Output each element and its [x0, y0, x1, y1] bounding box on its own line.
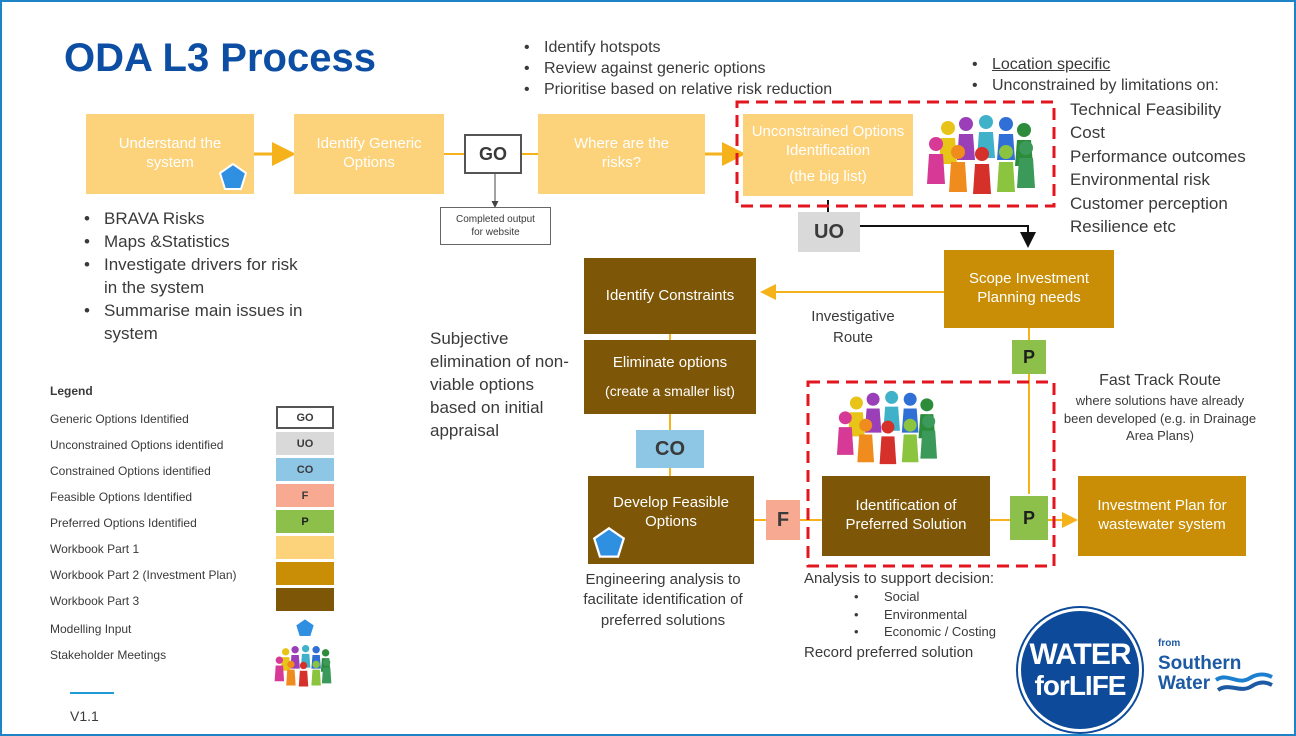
box-identify-constraints: Identify Constraints: [584, 258, 756, 334]
page-title: ODA L3 Process: [64, 36, 376, 80]
version-label: V1.1: [70, 708, 99, 724]
legend-title: Legend: [50, 384, 93, 398]
bullet-item: Economic / Costing: [848, 623, 996, 641]
legend-swatch-go: GO: [276, 406, 334, 429]
bullet-item: Prioritise based on relative risk reduct…: [518, 79, 832, 100]
legend-swatch-co: CO: [276, 458, 334, 481]
tag-co: CO: [636, 430, 704, 468]
legend-label: Preferred Options Identified: [50, 516, 197, 530]
box-understand-system: Understand the system: [86, 114, 254, 194]
tag-uo: UO: [798, 212, 860, 252]
logo-line1: WATER: [1029, 638, 1131, 671]
legend-swatch-workbook2: [276, 562, 334, 585]
logo-name-line2: Water: [1158, 672, 1211, 694]
constraint-item: Cost: [1070, 123, 1105, 143]
bullet-item: Environmental: [848, 606, 996, 624]
box-where-risks: Where are the risks?: [538, 114, 705, 194]
constraint-item: Performance outcomes: [1070, 146, 1246, 166]
tag-f: F: [766, 500, 800, 540]
stakeholder-meeting-icon: [274, 644, 332, 687]
legend-swatch-uo: UO: [276, 432, 334, 455]
logo-line2: forLIFE: [1034, 670, 1127, 701]
right-bullets: Location specific Unconstrained by limit…: [966, 54, 1219, 96]
bullet-item: Identify hotspots: [518, 37, 832, 58]
engineering-analysis-text: Engineering analysis to facilitate ident…: [583, 571, 743, 629]
legend-label: Workbook Part 2 (Investment Plan): [50, 568, 237, 582]
legend-label: Modelling Input: [50, 622, 132, 636]
subjective-elimination-text: Subjective elimination of non-viable opt…: [430, 329, 569, 440]
legend-label: Workbook Part 3: [50, 594, 140, 608]
box-identify-generic: Identify Generic Options: [294, 114, 444, 194]
modelling-input-icon: [296, 619, 314, 636]
investigative-route-label: Investigative Route: [811, 308, 895, 346]
box-unconstrained: Unconstrained Options Identification (th…: [743, 114, 913, 196]
legend-label: Generic Options Identified: [50, 412, 189, 426]
box-preferred-solution: Identification of Preferred Solution: [822, 476, 990, 556]
box-eliminate-options: Eliminate options (create a smaller list…: [584, 340, 756, 414]
logo-from: from: [1158, 638, 1181, 649]
analysis-footer: Record preferred solution: [804, 644, 974, 661]
bullet-item: Social: [848, 588, 996, 606]
fast-track-title: Fast Track Route: [1099, 372, 1221, 389]
legend-swatch-f: F: [276, 484, 334, 507]
arrow-uo-scope: [860, 225, 1036, 248]
legend-label: Constrained Options identified: [50, 464, 211, 478]
analysis-title: Analysis to support decision:: [804, 570, 995, 587]
fast-track-desc: where solutions have already been develo…: [1063, 393, 1257, 444]
modelling-input-icon: [218, 162, 248, 190]
completed-output-note: Completed output for website: [440, 207, 551, 245]
box-investment-plan: Investment Plan for wastewater system: [1078, 476, 1246, 556]
legend-label: Unconstrained Options identified: [50, 438, 224, 452]
tag-p-preferred: P: [1010, 496, 1048, 540]
bullet-item: Investigate drivers for risk in the syst…: [78, 254, 310, 300]
water-for-life-logo: WATER forLIFE: [1018, 608, 1142, 732]
stakeholder-meeting-icon: [836, 390, 938, 465]
analysis-list: Social Environmental Economic / Costing: [848, 588, 996, 641]
bullet-item: Unconstrained by limitations on:: [966, 75, 1219, 96]
version-divider: [70, 692, 114, 694]
tag-go: GO: [464, 134, 522, 174]
constraint-list: Technical Feasibility Cost Performance o…: [1070, 98, 1246, 239]
constraint-item: Customer perception: [1070, 193, 1228, 213]
bullet-item: Summarise main issues in system: [78, 300, 310, 346]
bullet-item: Review against generic options: [518, 58, 832, 79]
constraint-item: Resilience etc: [1070, 217, 1176, 237]
wave-icon: [1214, 672, 1273, 692]
legend-swatch-workbook1: [276, 536, 334, 559]
bullet-item: Location specific: [966, 54, 1219, 75]
top-bullets: Identify hotspots Review against generic…: [518, 37, 832, 100]
modelling-input-icon: [592, 526, 626, 558]
dashed-frame-unconstrained: [735, 100, 1056, 208]
tag-p-scope: P: [1012, 340, 1046, 374]
southern-water-logo: Southern Water: [1158, 654, 1241, 694]
legend-label: Stakeholder Meetings: [50, 648, 167, 662]
legend-label: Workbook Part 1: [50, 542, 140, 556]
constraint-item: Environmental risk: [1070, 170, 1210, 190]
constraint-item: Technical Feasibility: [1070, 100, 1222, 119]
dashed-frame-preferred: [806, 380, 1056, 568]
bullet-item: BRAVA Risks: [78, 208, 310, 231]
bullet-item: Maps &Statistics: [78, 231, 310, 254]
legend-swatch-p: P: [276, 510, 334, 533]
fast-track-note: Fast Track Route where solutions have al…: [1062, 372, 1258, 445]
left-bullets: BRAVA Risks Maps &Statistics Investigate…: [78, 208, 310, 346]
box-scope-investment: Scope Investment Planning needs: [944, 250, 1114, 328]
logo-name-line1: Southern: [1158, 653, 1242, 674]
stakeholder-meeting-icon: [927, 115, 1035, 194]
legend-label: Feasible Options Identified: [50, 490, 193, 504]
legend-swatch-workbook3: [276, 588, 334, 611]
